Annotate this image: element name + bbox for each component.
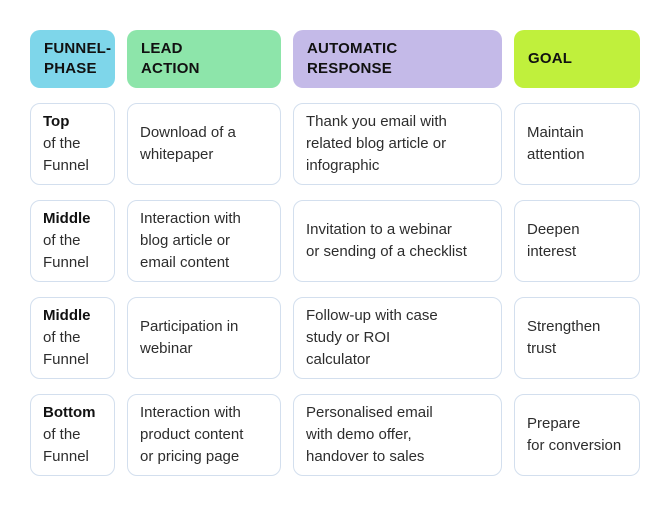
automatic-response-cell: Invitation to a webinar or sending of a …: [293, 200, 502, 282]
phase-keyword: Middle: [43, 210, 91, 228]
phase-detail: of the Funnel: [43, 232, 89, 271]
phase-keyword: Middle: [43, 307, 91, 325]
funnel-phase-cell: Top of the Funnel: [30, 103, 115, 185]
phase-detail: of the Funnel: [43, 135, 89, 174]
phase-name: Top of the Funnel: [43, 111, 106, 176]
column-header-goal: GOAL: [514, 30, 640, 88]
goal-cell: Maintain attention: [514, 103, 640, 185]
phase-detail: of the Funnel: [43, 426, 89, 465]
phase-name: Middle of the Funnel: [43, 305, 106, 370]
goal-cell: Prepare for conversion: [514, 394, 640, 476]
phase-name: Middle of the Funnel: [43, 208, 106, 273]
funnel-phase-cell: Bottom of the Funnel: [30, 394, 115, 476]
phase-name: Bottom of the Funnel: [43, 402, 106, 467]
funnel-phase-cell: Middle of the Funnel: [30, 297, 115, 379]
phase-detail: of the Funnel: [43, 329, 89, 368]
phase-keyword: Top: [43, 113, 70, 131]
lead-action-cell: Download of a whitepaper: [127, 103, 281, 185]
column-header-automatic-response: AUTOMATIC RESPONSE: [293, 30, 502, 88]
column-header-funnel-phase: FUNNEL- PHASE: [30, 30, 115, 88]
automatic-response-cell: Follow-up with case study or ROI calcula…: [293, 297, 502, 379]
goal-cell: Strengthen trust: [514, 297, 640, 379]
funnel-table: FUNNEL- PHASE LEAD ACTION AUTOMATIC RESP…: [30, 30, 640, 476]
funnel-phase-cell: Middle of the Funnel: [30, 200, 115, 282]
lead-action-cell: Interaction with blog article or email c…: [127, 200, 281, 282]
column-header-lead-action: LEAD ACTION: [127, 30, 281, 88]
lead-action-cell: Interaction with product content or pric…: [127, 394, 281, 476]
phase-keyword: Bottom: [43, 404, 96, 422]
lead-action-cell: Participation in webinar: [127, 297, 281, 379]
automatic-response-cell: Thank you email with related blog articl…: [293, 103, 502, 185]
automatic-response-cell: Personalised email with demo offer, hand…: [293, 394, 502, 476]
goal-cell: Deepen interest: [514, 200, 640, 282]
